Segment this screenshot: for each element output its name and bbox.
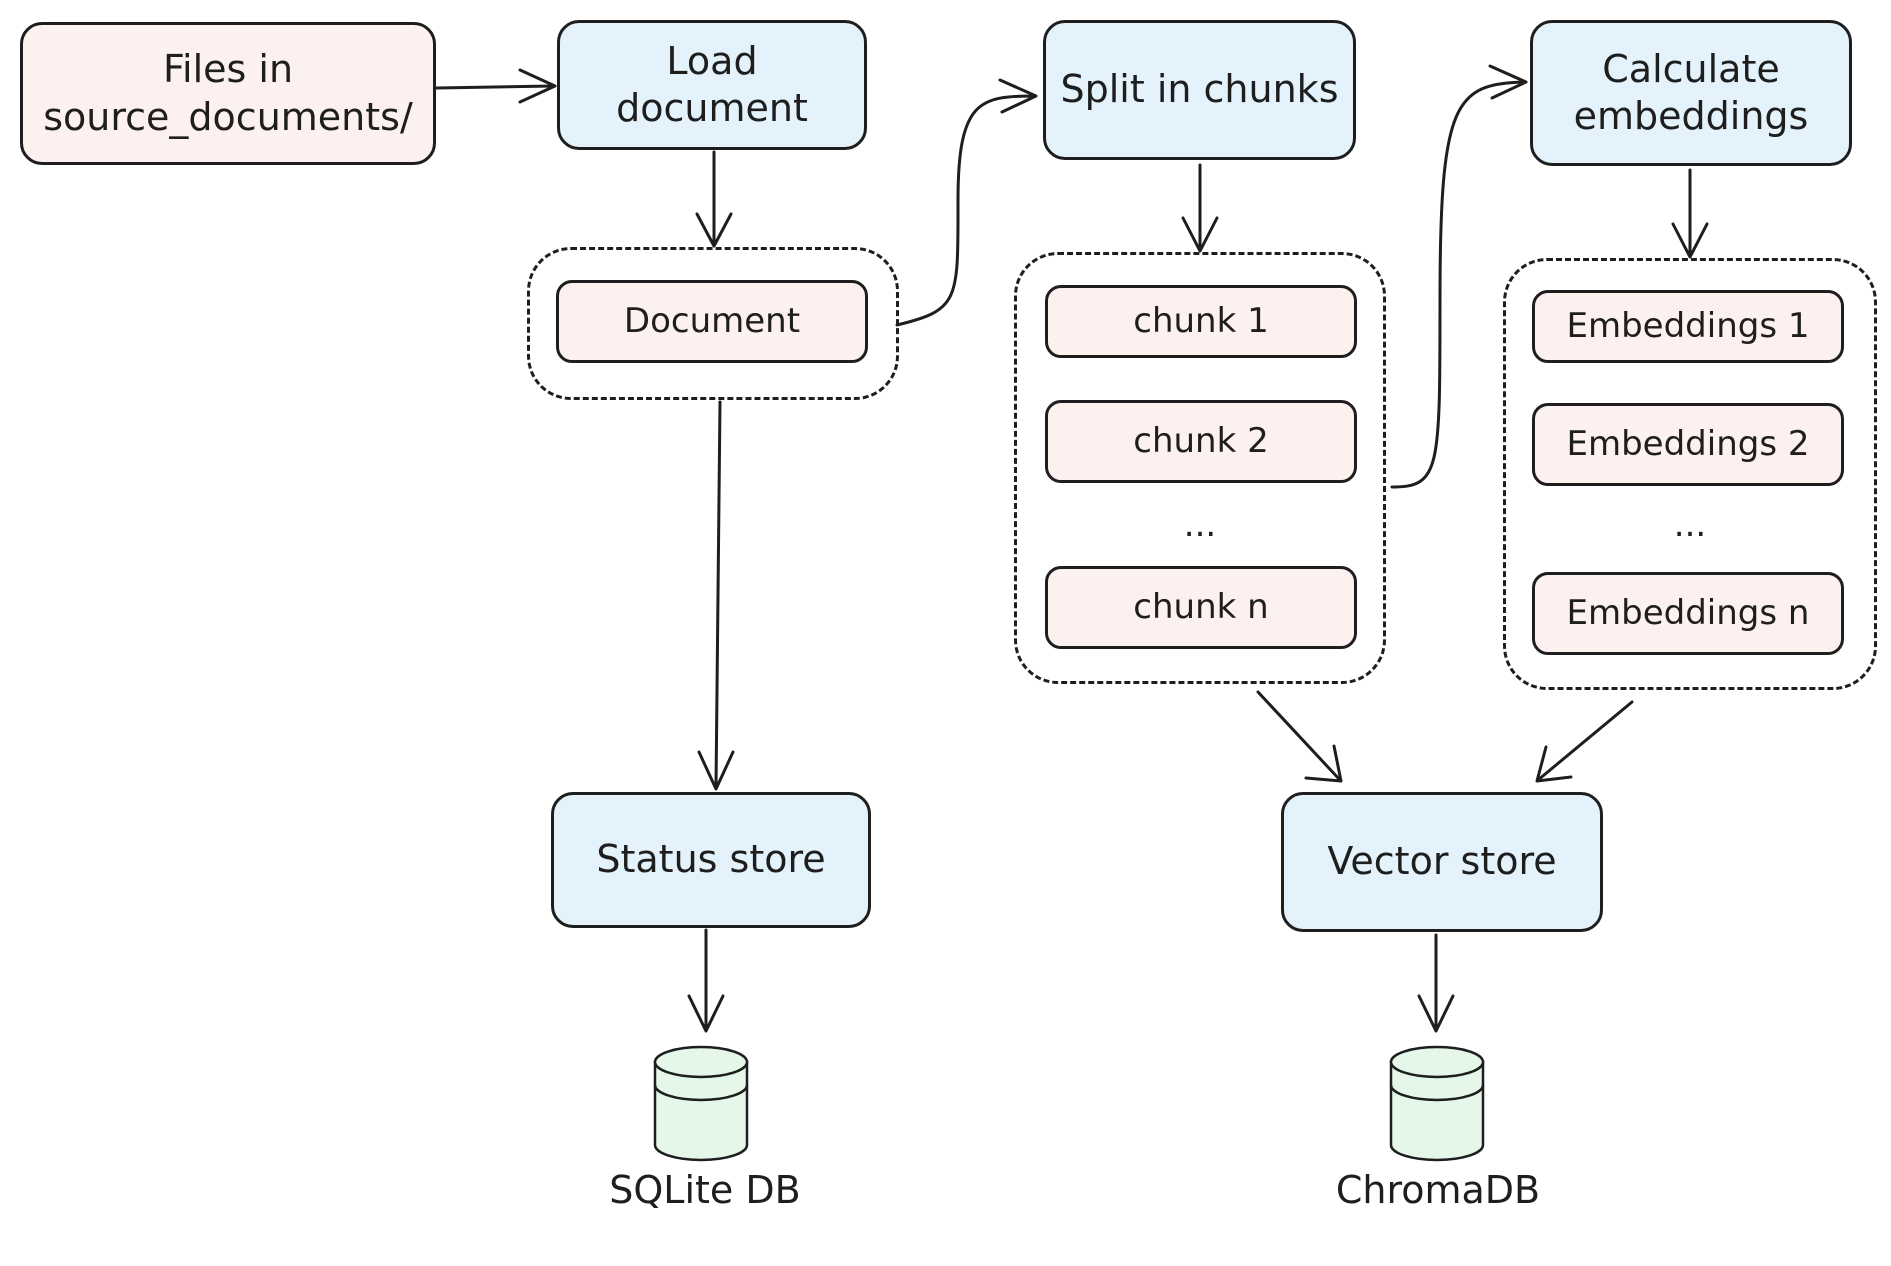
sqlite-db-label: SQLite DB	[609, 1168, 801, 1212]
calculate-embeddings-node: Calculate embeddings	[1530, 20, 1852, 166]
embeddings-item-label: Embeddings 1	[1566, 306, 1810, 347]
files-node: Files in source_documents/	[20, 22, 436, 165]
document-group	[527, 247, 899, 400]
embeddings-group	[1503, 258, 1877, 690]
arrow-status-to-sqlite	[687, 928, 725, 1033]
chunk-ellipsis: ...	[1183, 505, 1217, 545]
sqlite-database-icon	[653, 1045, 749, 1162]
chunk-item: chunk 2	[1045, 400, 1357, 483]
embeddings-item-label: Embeddings 2	[1566, 424, 1810, 465]
document-label: Document	[623, 301, 801, 342]
arrow-calc-to-embeddings	[1671, 168, 1709, 259]
arrow-chunks-to-vector	[1256, 690, 1343, 783]
load-document-label: Load document	[616, 38, 808, 131]
split-in-chunks-node: Split in chunks	[1043, 20, 1356, 160]
embeddings-item-label: Embeddings n	[1566, 593, 1810, 634]
chunk-group	[1014, 252, 1386, 684]
arrow-chunks-to-embeddings	[1390, 64, 1528, 489]
arrow-embeddings-to-vector	[1535, 700, 1634, 783]
arrow-split-to-chunks	[1181, 163, 1219, 253]
chunk-item-label: chunk 1	[1133, 301, 1269, 342]
status-store-node: Status store	[551, 792, 871, 928]
vector-store-label: Vector store	[1327, 839, 1557, 884]
embeddings-item: Embeddings 2	[1532, 403, 1844, 486]
embeddings-item: Embeddings 1	[1532, 290, 1844, 363]
split-in-chunks-label: Split in chunks	[1060, 67, 1339, 112]
embeddings-item: Embeddings n	[1532, 572, 1844, 655]
load-document-node: Load document	[557, 20, 867, 150]
calculate-embeddings-label: Calculate embeddings	[1573, 46, 1809, 139]
arrow-document-to-status	[697, 400, 735, 791]
chromadb-label: ChromaDB	[1335, 1168, 1541, 1212]
chunk-item: chunk 1	[1045, 285, 1357, 358]
arrow-document-to-split	[895, 78, 1038, 327]
chromadb-database-icon	[1389, 1045, 1485, 1162]
chunk-item-label: chunk 2	[1133, 421, 1269, 462]
embeddings-ellipsis: ...	[1673, 505, 1707, 545]
arrow-files-to-load	[435, 68, 557, 104]
files-node-label: Files in source_documents/	[43, 47, 413, 139]
vector-store-node: Vector store	[1281, 792, 1603, 932]
arrow-vector-to-chroma	[1417, 933, 1455, 1033]
arrow-load-to-document	[695, 150, 733, 248]
chunk-item: chunk n	[1045, 566, 1357, 649]
chunk-item-label: chunk n	[1133, 587, 1269, 628]
status-store-label: Status store	[596, 837, 826, 882]
document-item: Document	[556, 280, 868, 363]
